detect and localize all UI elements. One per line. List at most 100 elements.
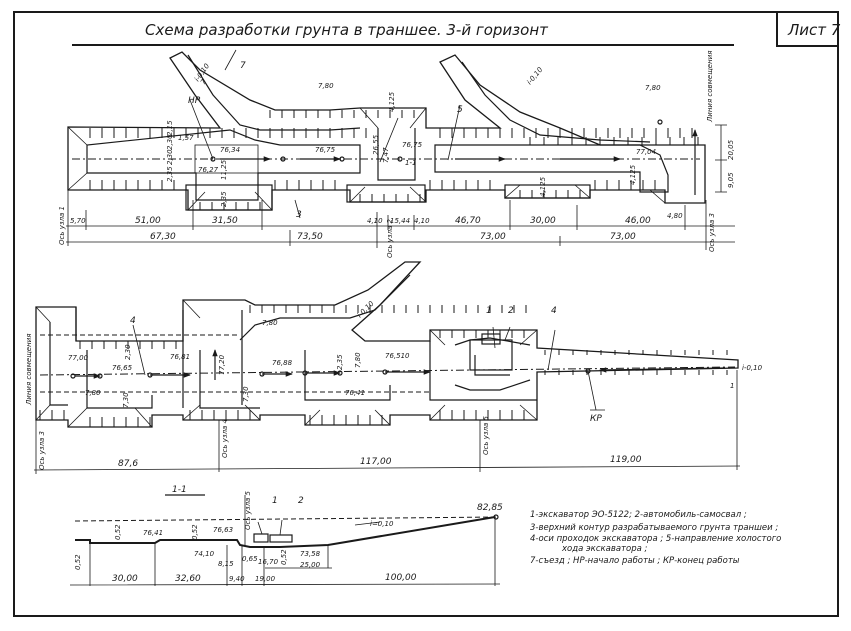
dimension-label: 5,70 xyxy=(70,217,86,225)
dimension-label: 9,40 xyxy=(229,575,245,583)
width-label: 7,80 xyxy=(262,319,278,327)
section-profile xyxy=(75,516,496,548)
section-ref-2: 2 xyxy=(298,496,304,506)
axis-label: Ось узла 3 xyxy=(38,431,46,470)
width-label: 7,30 xyxy=(242,386,250,402)
elevation-label: 76,510 xyxy=(385,352,410,360)
axis-label: Ось узла 1 xyxy=(58,206,66,245)
dimension-label: 73,50 xyxy=(297,232,323,242)
elevation-label: 77,20 xyxy=(218,354,226,375)
start-marker-label: НР xyxy=(188,96,201,106)
elevation-label: 76,75 xyxy=(402,141,423,149)
axis-ref-label-2: 4 xyxy=(551,306,557,316)
dimension-label: 15,44 xyxy=(390,217,410,225)
width-label: 26,55 xyxy=(372,134,380,155)
ramp-slope-top-2: i-0,10 xyxy=(525,65,544,86)
height-label: 0,52 xyxy=(74,554,82,570)
end-slope-label: i-0,10 xyxy=(742,364,763,372)
dimension-label: 67,30 xyxy=(150,232,176,242)
width-label: 2,30 xyxy=(166,149,174,165)
width-label: 7,80 xyxy=(354,352,362,368)
elevation-label: 76,34 xyxy=(220,146,240,154)
width-label: 4,125 xyxy=(629,164,637,185)
width-label: 7,30 xyxy=(122,392,130,408)
width-label: 11,25 xyxy=(220,159,228,180)
elevation-label: 76,41 xyxy=(143,529,163,537)
idle-direction-ref-label: 5 xyxy=(457,105,463,115)
dimension-label: 30,00 xyxy=(112,574,138,584)
dimension-label: 73,00 xyxy=(480,232,506,242)
elevation-label: 76,63 xyxy=(213,526,233,534)
dimension-label: 4,10 xyxy=(414,217,430,225)
sheet-frame xyxy=(13,11,839,617)
section-title: 1-1 xyxy=(172,485,187,495)
elevation-label: 76,65 xyxy=(112,364,133,372)
dimension-label: 4,80 xyxy=(667,212,683,220)
elevation-label: 76,81 xyxy=(170,353,190,361)
height-label: 0,52 xyxy=(280,549,288,565)
elevation-label: 76,75 xyxy=(315,146,336,154)
dimension-label: 16,70 xyxy=(258,558,279,566)
elevation-label: 77,04 xyxy=(636,148,656,156)
section-ref-1: 1 xyxy=(272,496,278,506)
height-label: 0,52 xyxy=(191,524,199,540)
legend-line: 4-оси проходок экскаватора ; 5-направлен… xyxy=(530,534,781,544)
combination-line-label-top: Линия совмещения xyxy=(706,51,714,123)
legend-line: 1-экскаватор ЭО-5122; 2-автомобиль-самос… xyxy=(530,510,747,520)
dimension-label: 25,00 xyxy=(300,561,321,569)
dim-lines-top xyxy=(66,124,735,250)
width-label: 7,80 xyxy=(645,84,661,92)
section-mark-top: 1-1 xyxy=(405,159,416,167)
plan-bottom xyxy=(33,261,741,474)
width-label: 20,05 xyxy=(727,139,735,160)
ramp-label-1: 7 xyxy=(240,61,246,71)
trench-contour-bottom xyxy=(35,261,739,428)
height-label: 0,52 xyxy=(114,524,122,540)
dimension-label: 46,70 xyxy=(455,216,481,226)
truck-ref-label: 2 xyxy=(508,306,514,316)
width-label: 4,125 xyxy=(539,176,547,197)
elevation-label: 76,27 xyxy=(198,166,219,174)
dimension-label: 4,10 xyxy=(367,217,383,225)
width-label: 7,80 xyxy=(85,389,101,397)
ramp-label-2: 7 xyxy=(199,77,208,86)
trench-floor-top xyxy=(86,129,361,201)
end-marker-label: КР xyxy=(590,414,602,424)
axis-label: Ось узла 3 xyxy=(708,213,716,252)
width-label: 2,15 xyxy=(166,120,174,136)
section-1-1 xyxy=(69,494,501,586)
dimension-label: 117,00 xyxy=(360,457,392,467)
legend-line: хода экскаватора ; xyxy=(561,544,648,554)
dimension-label: 119,00 xyxy=(610,455,642,465)
width-label: 7,80 xyxy=(318,82,334,90)
width-label: 4,125 xyxy=(388,91,396,112)
elevation-label: 1,57 xyxy=(178,134,194,142)
elevation-label: 76,41 xyxy=(345,389,365,397)
elevation-label: 77,00 xyxy=(68,354,89,362)
width-label: 2,30 xyxy=(124,344,132,360)
elevation-label: 76,88 xyxy=(272,359,293,367)
width-label: 2,35 xyxy=(166,166,174,182)
sheet-number: Лист 7 xyxy=(787,21,841,39)
dimension-label: 87,6 xyxy=(118,459,138,469)
legend-line: 7-съезд ; НР-начало работы ; КР-конец ра… xyxy=(530,556,740,566)
slope-ticks-top xyxy=(89,110,699,210)
dimension-label: 100,00 xyxy=(385,573,417,583)
combination-line-label-bottom: Линия совмещения xyxy=(25,334,33,406)
section-top-elevation: 82,85 xyxy=(477,503,503,513)
width-label: 7,47 xyxy=(382,147,390,163)
plan-top xyxy=(66,49,735,250)
width-label: 9,05 xyxy=(727,172,735,188)
dimension-label: 32,60 xyxy=(175,574,201,584)
legend: 1-экскаватор ЭО-5122; 2-автомобиль-самос… xyxy=(530,510,781,566)
section-axis-label: Ось узла 5 xyxy=(244,490,252,530)
contour-ref-label: 3 xyxy=(296,210,302,220)
axis-ref-label-1: 4 xyxy=(130,316,136,326)
section-mark-bottom: 1 xyxy=(730,382,734,390)
axis-label: Ось узла 4 xyxy=(221,419,229,458)
dimension-label: 73,00 xyxy=(610,232,636,242)
dimension-label: 19,00 xyxy=(255,575,276,583)
trench-contour-top xyxy=(67,51,706,211)
axis-label: Ось узла 2 xyxy=(386,218,394,258)
